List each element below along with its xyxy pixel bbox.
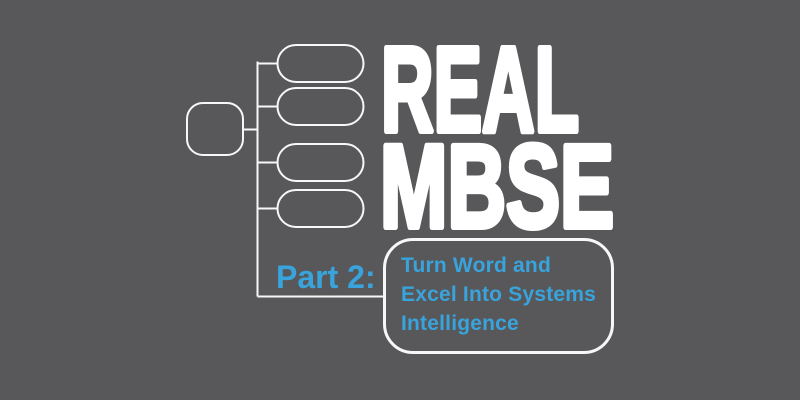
root-node	[186, 102, 244, 156]
child-node-2	[276, 87, 365, 126]
connector-lines	[243, 61, 384, 298]
child-node-4	[276, 189, 365, 228]
topic-card-line-3: Intelligence	[401, 312, 519, 335]
part-label: Part 2:	[276, 259, 376, 295]
topic-card-line-1: Turn Word and	[401, 254, 551, 277]
topic-card-line-2: Excel Into Systems	[401, 283, 597, 306]
child-node-1	[276, 44, 365, 83]
headline-line2: MBSE	[380, 121, 614, 253]
topic-card: Turn Word and Excel Into Systems Intelli…	[383, 238, 614, 354]
child-node-3	[276, 143, 365, 182]
headline-line1: REAL	[381, 21, 579, 157]
